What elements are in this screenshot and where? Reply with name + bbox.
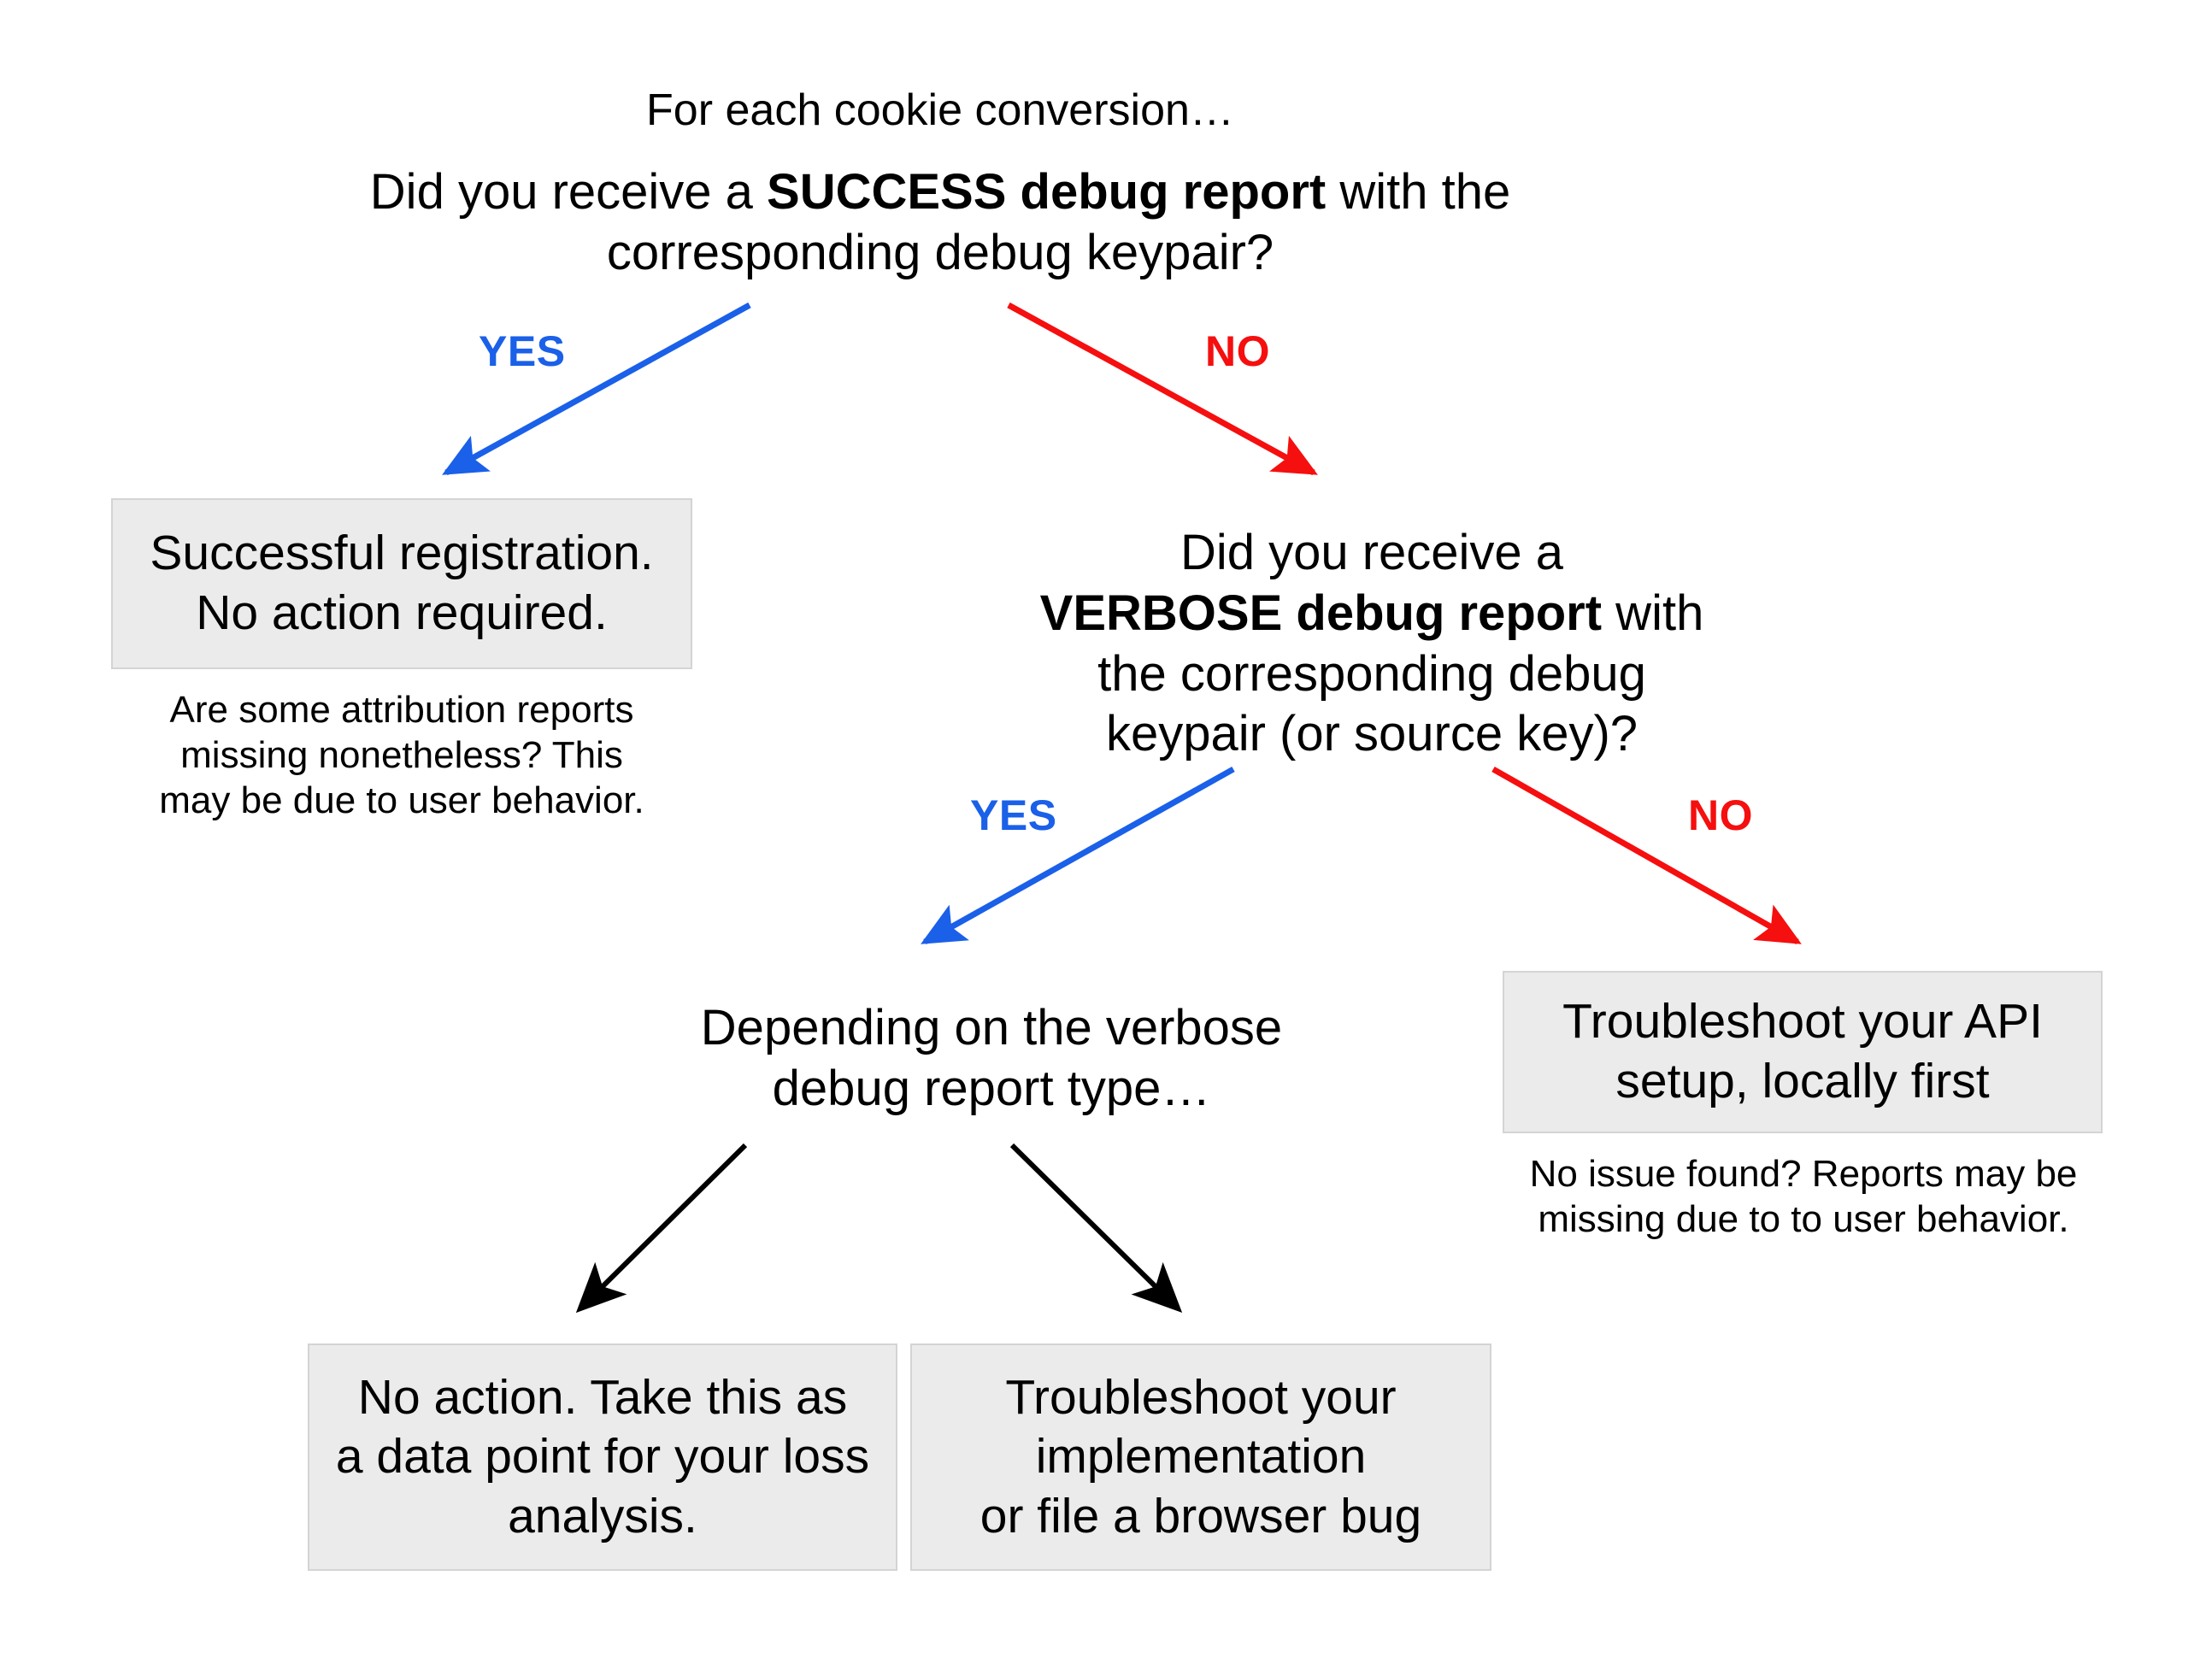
question-1: Did you receive a SUCCESS debug report w… [282,162,1598,284]
arrow-branch-right [1009,1143,1183,1314]
question-2-suffix: with the corresponding debug keypair (or… [1097,585,1704,762]
question-1-emphasis: SUCCESS debug report [767,164,1327,220]
question-2-prefix: Did you receive a [1180,525,1564,580]
question-2-emphasis: VERBOSE debug report [1039,585,1603,641]
edge-label-no-2: NO [1688,791,1753,839]
caption-attribution-reports: Are some attribution reports missing non… [159,689,644,821]
edge-label-no-1: NO [1205,327,1270,375]
arrow-branch-left [575,1143,748,1314]
question-1-suffix: with the corresponding debug keypair? [606,164,1511,280]
intro-text: For each cookie conversion… [646,85,1234,135]
edge-label-yes-1: YES [479,327,566,375]
question-2: Did you receive a VERBOSE debug report w… [987,523,1756,765]
caption-no-issue-found: No issue found? Reports may be missing d… [1529,1153,2078,1240]
edge-label-yes-2: YES [970,791,1057,839]
box-no-action-loss-analysis[interactable]: No action. Take this as a data point for… [308,1343,897,1571]
box-successful-registration[interactable]: Successful registration. No action requi… [111,498,692,669]
branch-note: Depending on the verbose debug report ty… [700,1000,1283,1116]
box-troubleshoot-api-setup[interactable]: Troubleshoot your API setup, locally fir… [1503,971,2103,1133]
box-troubleshoot-implementation[interactable]: Troubleshoot your implementation or file… [910,1343,1491,1571]
question-1-prefix: Did you receive a [369,164,768,220]
